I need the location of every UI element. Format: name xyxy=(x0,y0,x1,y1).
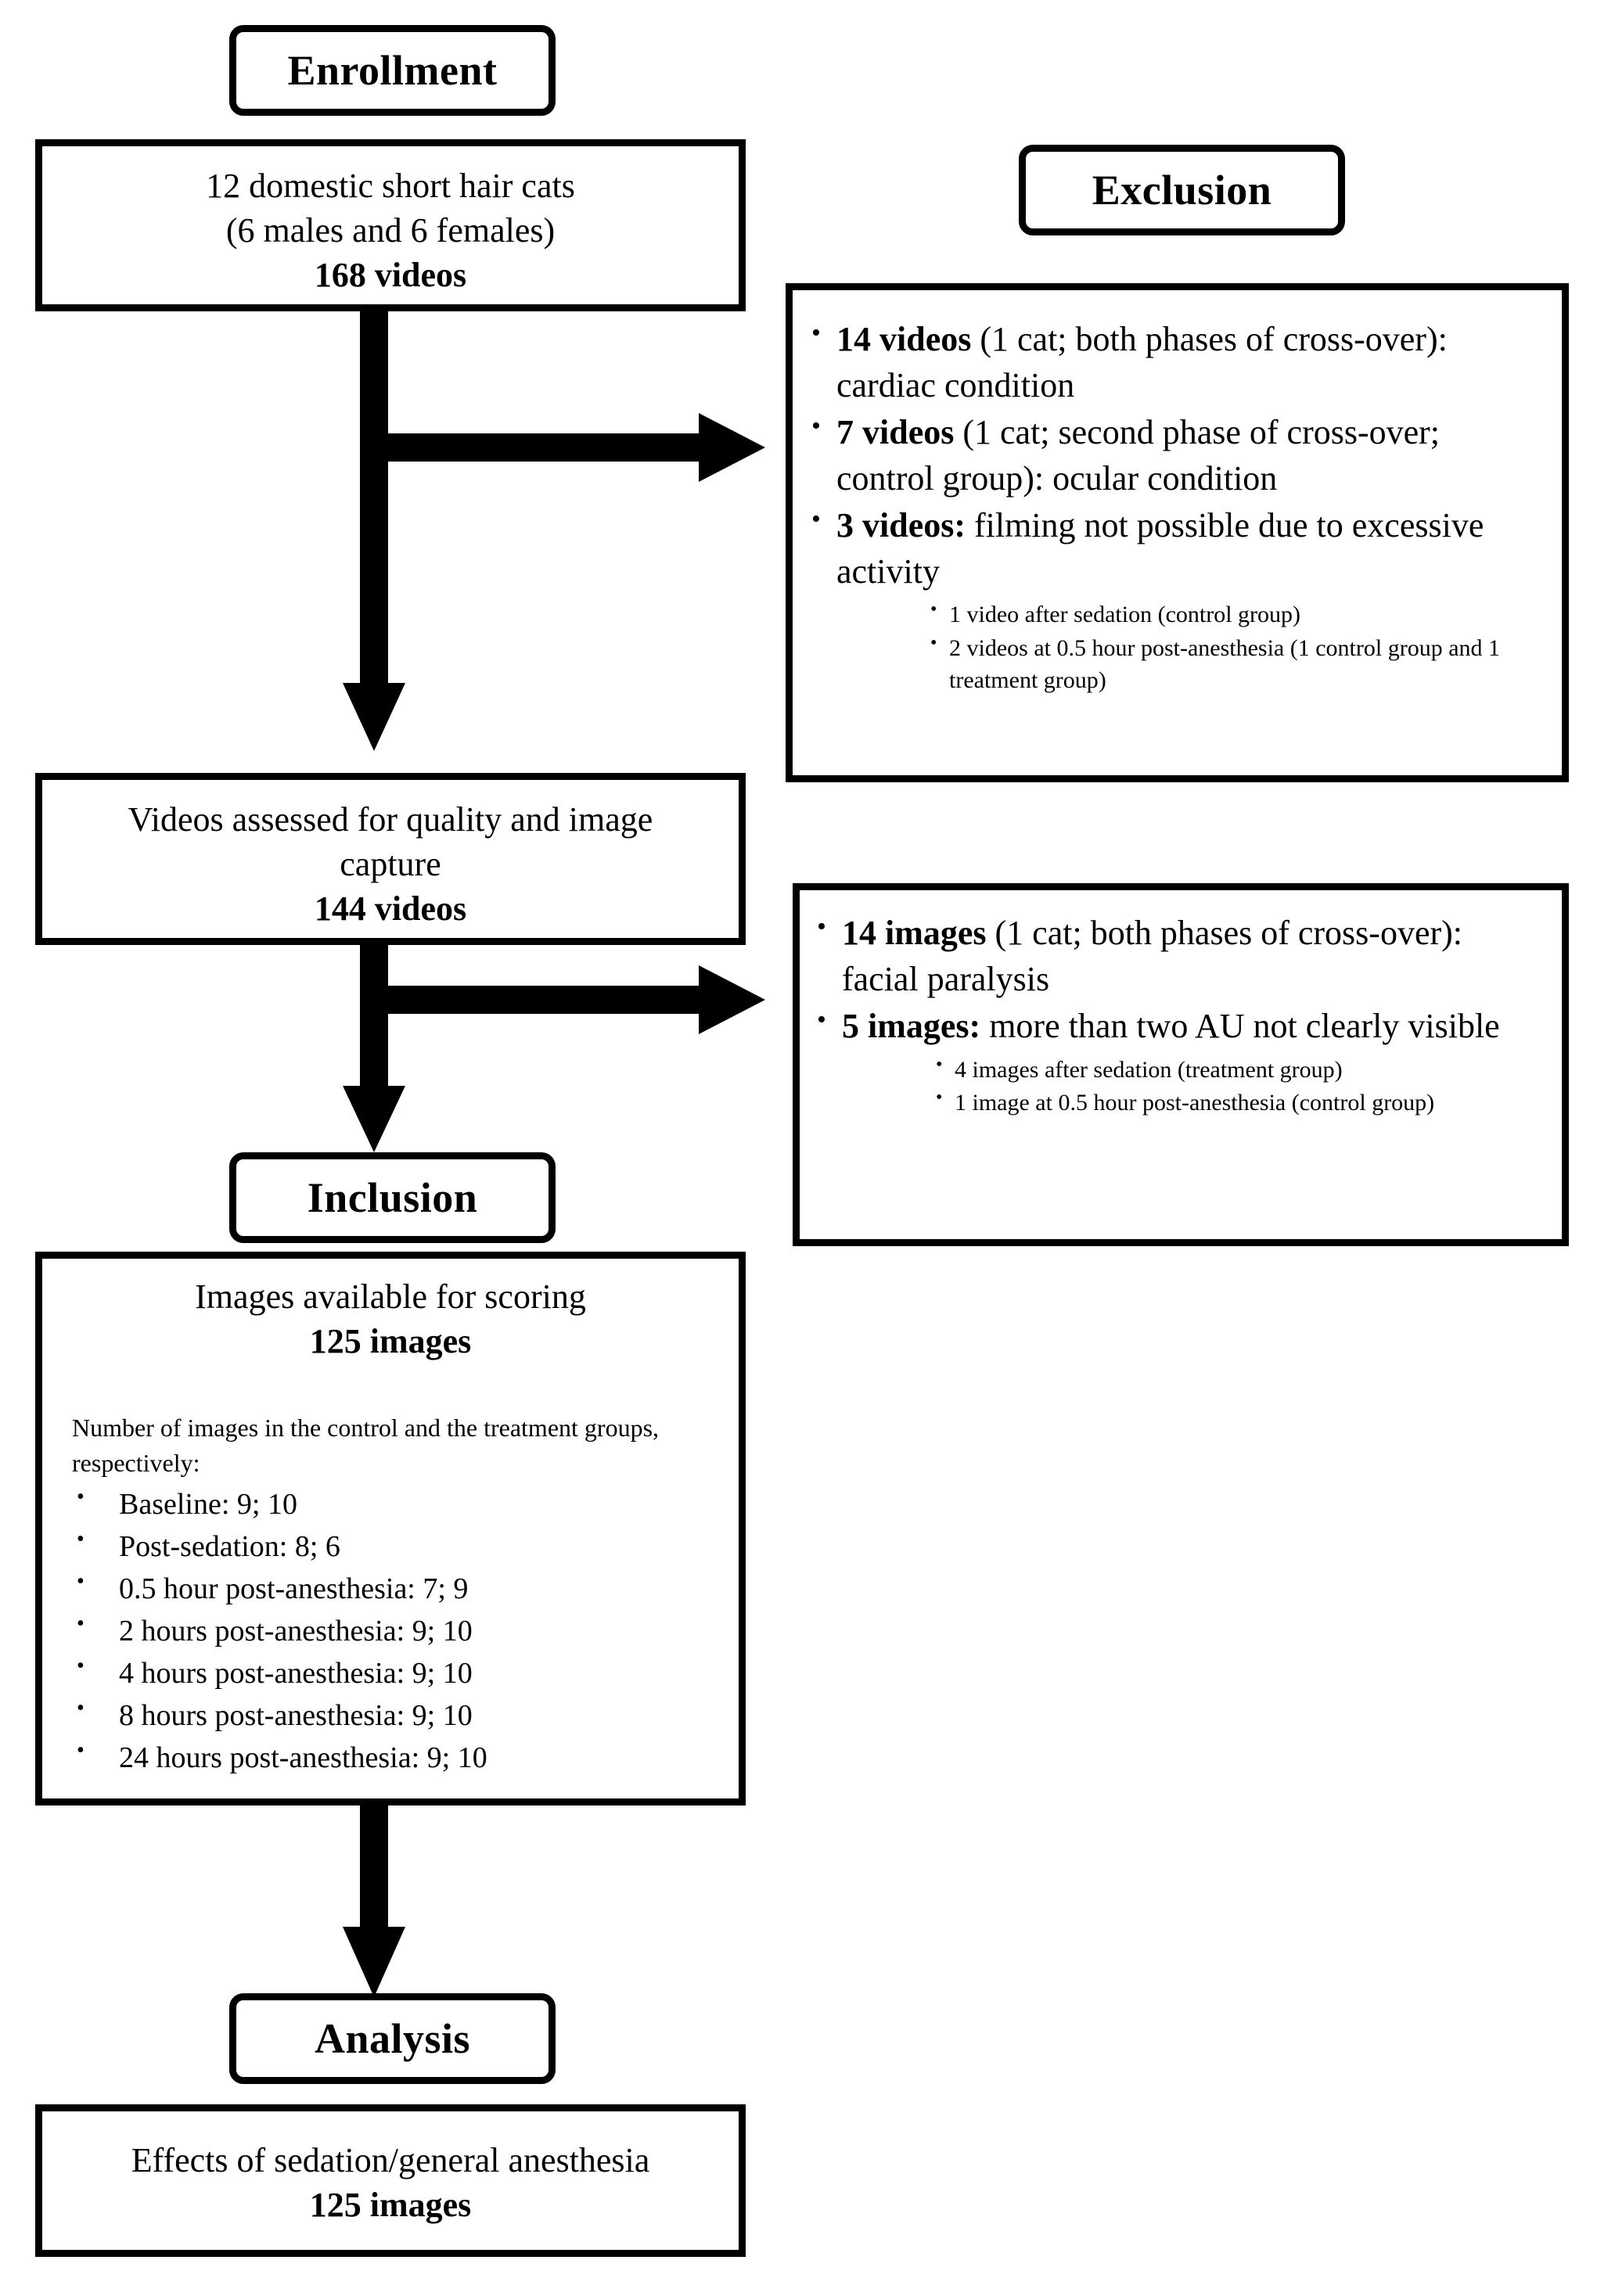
inclusion-detail-item-3: 0.5 hour post-anesthesia: 7; 9 xyxy=(72,1566,704,1611)
enrollment-line-1: 12 domestic short hair cats xyxy=(206,167,575,205)
box-inclusion-content: Images available for scoring 125 images … xyxy=(35,1252,746,1806)
exclusion-images-bullet-2-rest: more than two AU not clearly visible xyxy=(980,1007,1500,1046)
analysis-text-block: Effects of sedation/general anesthesia 1… xyxy=(42,2111,739,2227)
exclusion-images-sublist: 4 images after sedation (treatment group… xyxy=(842,1052,1541,1120)
box-exclusion-videos: 14 videos (1 cat; both phases of cross-o… xyxy=(786,283,1569,782)
exclusion-images-subbullet-1: 4 images after sedation (treatment group… xyxy=(934,1052,1541,1087)
exclusion-videos-bullet-1-lead: 14 videos xyxy=(836,320,972,358)
analysis-line-2: 125 images xyxy=(309,2186,472,2225)
inclusion-line-1: Images available for scoring xyxy=(195,1277,586,1316)
assessed-line-2: capture xyxy=(340,845,441,884)
exclusion-videos-bullet-2-lead: 7 videos xyxy=(836,413,955,452)
exclusion-videos-bullet-3-rest: filming not possible due to excessive ac… xyxy=(836,506,1484,591)
stage-label-analysis: Analysis xyxy=(229,1993,556,2084)
exclusion-images-bullet-1-lead: 14 images xyxy=(842,914,987,952)
exclusion-videos-bullet-1: 14 videos (1 cat; both phases of cross-o… xyxy=(810,315,1538,408)
exclusion-videos-bullet-3-lead: 3 videos: xyxy=(836,506,966,545)
inclusion-line-2: 125 images xyxy=(309,1322,472,1361)
exclusion-videos-list: 14 videos (1 cat; both phases of cross-o… xyxy=(810,315,1538,697)
inclusion-detail-item-7: 24 hours post-anesthesia: 9; 10 xyxy=(72,1735,704,1780)
exclusion-images-bullet-2-lead: 5 images: xyxy=(842,1007,981,1046)
connector-inclusion-to-analysis xyxy=(343,1806,437,1997)
inclusion-detail-block: Number of images in the control and the … xyxy=(42,1364,739,1779)
connector-arrow-svg xyxy=(343,311,765,751)
assessed-line-1: Videos assessed for quality and image xyxy=(128,800,653,839)
connector-assessed-split xyxy=(343,945,828,1152)
connector-arrow-svg-2 xyxy=(343,945,765,1152)
stage-label-exclusion-text: Exclusion xyxy=(1092,167,1272,214)
stage-label-inclusion: Inclusion xyxy=(229,1152,556,1243)
exclusion-videos-sublist: 1 video after sedation (control group) 2… xyxy=(836,597,1538,697)
stage-label-enrollment-text: Enrollment xyxy=(287,47,498,94)
box-enrollment-content: 12 domestic short hair cats (6 males and… xyxy=(35,139,746,311)
inclusion-heading-block: Images available for scoring 125 images xyxy=(42,1259,739,1364)
connector-arrow-svg-3 xyxy=(343,1806,405,1997)
enrollment-line-2: (6 males and 6 females) xyxy=(225,211,556,250)
connector-enrollment-split xyxy=(343,311,828,751)
inclusion-detail-item-5: 4 hours post-anesthesia: 9; 10 xyxy=(72,1651,704,1695)
exclusion-videos-subbullet-2: 2 videos at 0.5 hour post-anesthesia (1 … xyxy=(929,631,1538,697)
inclusion-detail-item-4: 2 hours post-anesthesia: 9; 10 xyxy=(72,1608,704,1653)
exclusion-videos-subbullet-1: 1 video after sedation (control group) xyxy=(929,597,1538,631)
stage-label-analysis-text: Analysis xyxy=(314,2015,471,2062)
exclusion-videos-bullet-3: 3 videos: filming not possible due to ex… xyxy=(810,501,1538,697)
inclusion-detail-list: Baseline: 9; 10 Post-sedation: 8; 6 0.5 … xyxy=(72,1482,704,1780)
box-exclusion-images: 14 images (1 cat; both phases of cross-o… xyxy=(793,883,1569,1246)
exclusion-images-subbullet-2: 1 image at 0.5 hour post-anesthesia (con… xyxy=(934,1085,1541,1119)
assessed-text-block: Videos assessed for quality and image ca… xyxy=(42,780,739,932)
inclusion-detail-item-2: Post-sedation: 8; 6 xyxy=(72,1524,704,1568)
inclusion-detail-intro: Number of images in the control and the … xyxy=(72,1414,660,1478)
exclusion-images-bullet-1: 14 images (1 cat; both phases of cross-o… xyxy=(815,909,1541,1002)
exclusion-videos-bullet-1-rest: (1 cat; both phases of cross-over): card… xyxy=(836,320,1448,404)
enrollment-line-3: 168 videos xyxy=(314,256,467,295)
assessed-line-3: 144 videos xyxy=(314,889,467,929)
stage-label-exclusion: Exclusion xyxy=(1019,145,1345,235)
exclusion-images-bullet-2: 5 images: more than two AU not clearly v… xyxy=(815,1002,1541,1120)
box-videos-assessed: Videos assessed for quality and image ca… xyxy=(35,773,746,945)
exclusion-images-bullet-1-rest: (1 cat; both phases of cross-over): faci… xyxy=(842,914,1463,998)
stage-label-enrollment: Enrollment xyxy=(229,25,556,116)
inclusion-detail-item-1: Baseline: 9; 10 xyxy=(72,1482,704,1526)
inclusion-detail-item-6: 8 hours post-anesthesia: 9; 10 xyxy=(72,1693,704,1737)
enrollment-text-block: 12 domestic short hair cats (6 males and… xyxy=(42,146,739,298)
exclusion-videos-bullet-2-rest: (1 cat; second phase of cross-over; cont… xyxy=(836,413,1441,498)
box-analysis-content: Effects of sedation/general anesthesia 1… xyxy=(35,2104,746,2257)
exclusion-videos-bullet-2: 7 videos (1 cat; second phase of cross-o… xyxy=(810,408,1538,501)
analysis-line-1: Effects of sedation/general anesthesia xyxy=(131,2141,650,2179)
exclusion-images-list: 14 images (1 cat; both phases of cross-o… xyxy=(815,909,1541,1120)
stage-label-inclusion-text: Inclusion xyxy=(307,1174,478,1221)
